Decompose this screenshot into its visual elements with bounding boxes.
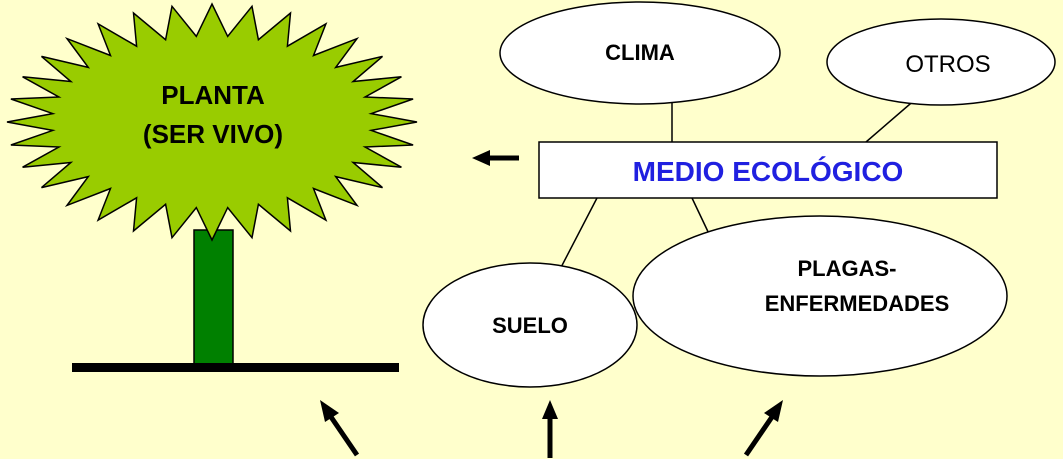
clima-ellipse <box>499 1 781 105</box>
clima-label: CLIMA <box>605 40 675 65</box>
suelo-ellipse <box>422 262 638 388</box>
influence-arrow-left <box>472 150 519 166</box>
connector-suelo <box>555 197 598 278</box>
bottom-arrow-left <box>320 400 360 457</box>
otros-label: OTROS <box>905 51 990 78</box>
plagas-label-line2: ENFERMEDADES <box>765 291 950 316</box>
plagas-label-line1: PLAGAS- <box>798 256 897 281</box>
ground-line <box>72 363 399 372</box>
tree-trunk <box>193 229 234 369</box>
bottom-arrow-center <box>542 400 558 458</box>
suelo-label: SUELO <box>492 313 568 338</box>
plant-canopy <box>6 2 418 242</box>
plagas-ellipse <box>632 215 1008 377</box>
medio-ecologico-label: MEDIO ECOLÓGICO <box>633 156 904 187</box>
plant-label-line1: PLANTA <box>161 80 265 110</box>
plant-label-line2: (SER VIVO) <box>143 119 283 149</box>
connector-otros <box>865 97 918 143</box>
bottom-arrow-right <box>743 400 783 457</box>
medio-ecologico-box <box>538 141 998 199</box>
otros-ellipse <box>826 18 1056 106</box>
